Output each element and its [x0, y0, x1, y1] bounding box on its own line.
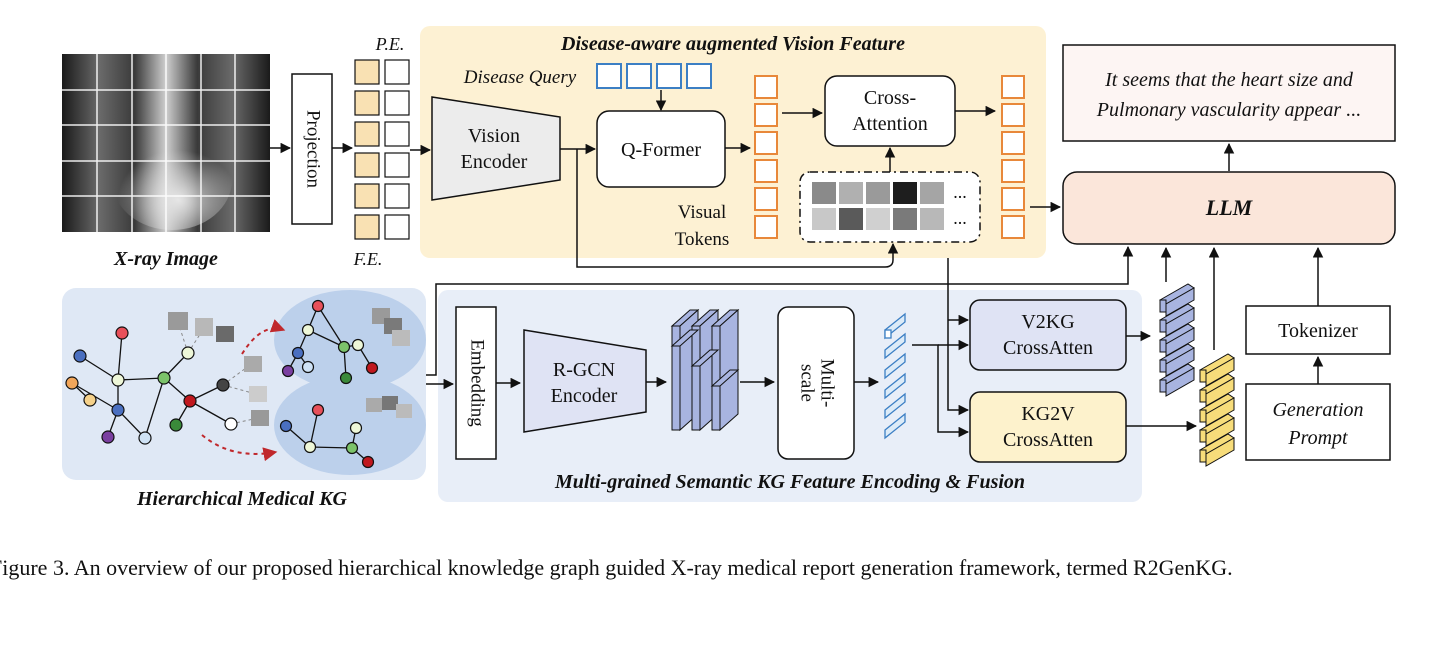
- visual-tokens-line1: Visual: [678, 202, 726, 223]
- generated-report-line1: It seems that the heart size and: [1104, 69, 1354, 91]
- fused-kg-tokens: [884, 312, 906, 440]
- kg-section-title: Multi-grained Semantic KG Feature Encodi…: [554, 471, 1025, 493]
- embedding-box: [455, 306, 497, 460]
- disease-patches: [812, 182, 944, 230]
- prompt-line1: Generation: [1272, 399, 1363, 421]
- llm-label: LLM: [1205, 195, 1254, 220]
- prompt-line2: Prompt: [1287, 427, 1348, 449]
- rgcn-line1: R-GCN: [553, 359, 615, 381]
- fusion-line2: scale: [797, 364, 818, 402]
- xray-image: [62, 54, 270, 232]
- augmented-tokens: [1001, 75, 1025, 239]
- tokenizer-label: Tokenizer: [1278, 320, 1358, 342]
- rgcn-encoder: [523, 329, 647, 433]
- rgcn-feature-stack: [670, 308, 740, 432]
- kg2v-line1: KG2V: [1021, 403, 1075, 425]
- pe-label: P.E.: [375, 34, 405, 54]
- v2kg-line1: V2KG: [1021, 311, 1074, 333]
- fusion-line1: Multi-: [817, 359, 838, 408]
- multiscale-fusion-box: [777, 306, 855, 460]
- patches-ellipsis-top: ...: [953, 182, 967, 202]
- knowledge-subgraph-bottom: [279, 396, 412, 469]
- xray-image-label: X-ray Image: [113, 248, 218, 270]
- subgraph-arrow-top: [241, 319, 286, 355]
- projection-label: Projection: [303, 110, 324, 189]
- v2kg-output-tokens: [1159, 283, 1195, 397]
- fe-label: F.E.: [353, 249, 383, 269]
- rgcn-line2: Encoder: [551, 385, 618, 407]
- qformer-label: Q-Former: [621, 139, 701, 161]
- disease-query-tokens: [596, 63, 712, 89]
- kg2v-line2: CrossAtten: [1003, 429, 1093, 451]
- generated-report-line2: Pulmonary vascularity appear ...: [1096, 99, 1361, 121]
- visual-tokens-line2: Tokens: [675, 229, 730, 250]
- projection-box: [291, 73, 333, 225]
- qformer-box: [596, 110, 726, 188]
- kg-subgraph-blob-bottom: [274, 375, 426, 475]
- disease-query-label: Disease Query: [463, 67, 577, 88]
- visual-tokens: [754, 75, 778, 239]
- generation-prompt-box: [1245, 383, 1391, 461]
- vision-section-title: Disease-aware augmented Vision Feature: [560, 33, 905, 55]
- kg2v-output-tokens: [1199, 353, 1235, 467]
- vision-encoder-line2: Encoder: [461, 151, 528, 173]
- knowledge-graph-full: [65, 312, 269, 445]
- llm-box: [1062, 171, 1396, 245]
- framework-diagram: Disease-aware augmented Vision Feature M…: [62, 26, 1396, 510]
- vision-encoder-line1: Vision: [468, 125, 520, 147]
- embedding-label: Embedding: [467, 339, 488, 427]
- pe-tokens: [354, 59, 380, 240]
- patches-ellipsis-bottom: ...: [953, 208, 967, 228]
- v2kg-crossatten-box: [969, 299, 1127, 371]
- hierarchical-kg-label: Hierarchical Medical KG: [136, 488, 348, 510]
- cross-attention-line2: Attention: [852, 113, 928, 135]
- v2kg-line2: CrossAtten: [1003, 337, 1093, 359]
- generated-report-box: [1062, 44, 1396, 142]
- knowledge-subgraph-top: [281, 299, 410, 385]
- vision-encoder: [431, 96, 561, 201]
- cross-attention-line1: Cross-: [864, 87, 916, 109]
- fe-tokens: [384, 59, 410, 240]
- kg2v-crossatten-box: [969, 391, 1127, 463]
- figure-caption: Figure 3. An overview of our proposed hi…: [0, 555, 1233, 580]
